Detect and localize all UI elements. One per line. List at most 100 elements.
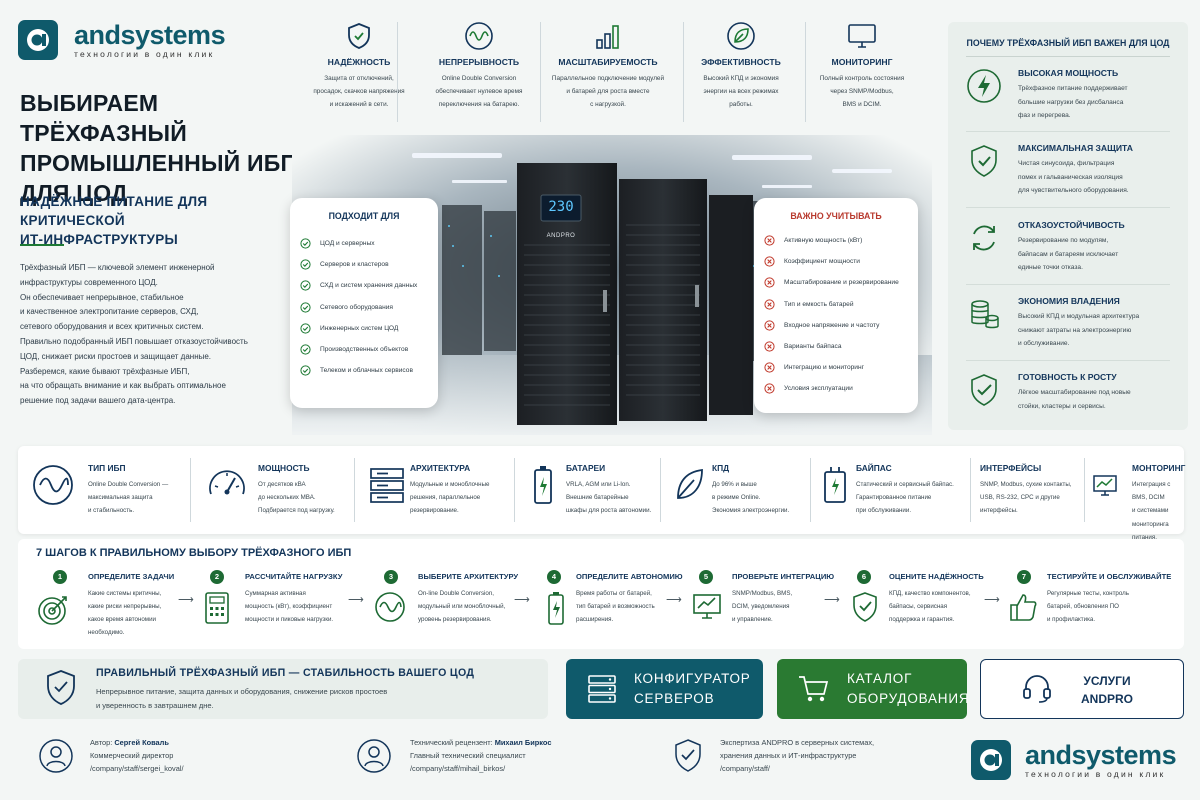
- why-item: ГОТОВНОСТЬ К РОСТУ Лёгкое масштабировани…: [966, 372, 1181, 422]
- chart-monitor-icon: [693, 594, 721, 619]
- banner-text: Непрерывное питание, защита данных и обо…: [96, 687, 388, 710]
- step-number: 3: [384, 570, 398, 584]
- logo-mark-icon: [18, 20, 58, 60]
- page-title-line1: ВЫБИРАЕМ ТРЁХФАЗНЫЙ: [20, 90, 187, 146]
- step-title: ОПРЕДЕЛИТЕ АВТОНОМИЮ: [576, 572, 683, 581]
- list-item: Варианты байпаса: [764, 336, 918, 357]
- check-circle-icon: [300, 344, 311, 355]
- user-icon: [39, 739, 73, 773]
- why-item: ЭКОНОМИЯ ВЛАДЕНИЯ Высокий КПД и модульна…: [966, 296, 1181, 356]
- step-text: КПД, качество компонентов,байпасы, серви…: [889, 590, 971, 623]
- check-circle-icon: [300, 259, 311, 270]
- logo-mark-icon: [971, 740, 1011, 780]
- arrow-right-icon: ⟶: [514, 594, 530, 606]
- leaf-icon: [677, 468, 703, 499]
- server-icon: [588, 675, 616, 703]
- cycle-icon: [973, 225, 995, 251]
- brand-name: andsystems: [74, 20, 226, 50]
- list-item: ЦОД и серверных: [300, 233, 438, 254]
- modules-icon: [370, 468, 404, 503]
- list-item: Серверов и кластеров: [300, 254, 438, 275]
- list-item: СХД и систем хранения данных: [300, 275, 438, 296]
- feature-scalability: МАСШТАБИРУЕМОСТЬ Параллельное подключени…: [526, 15, 690, 130]
- brand-logo[interactable]: andsystems технологии в один клик: [18, 20, 226, 60]
- spec-item: ТИП ИБП Online Double Conversion —максим…: [18, 446, 190, 534]
- subtitle-line2: ИТ-ИНФРАСТРУКТУРЫ: [20, 232, 179, 247]
- step-number: 5: [699, 570, 713, 584]
- reviewer-link[interactable]: /company/staff/mihail_birkos/: [410, 764, 506, 773]
- step-number: 2: [210, 570, 224, 584]
- bolt-icon: [967, 69, 1001, 103]
- list-item: Входное напряжение и частоту: [764, 315, 918, 336]
- step-number: 7: [1017, 570, 1031, 584]
- consider-title: ВАЖНО УЧИТЫВАТЬ: [790, 211, 882, 221]
- feature-title: НАДЁЖНОСТЬ: [327, 57, 391, 67]
- list-item: Производственных объектов: [300, 339, 438, 360]
- why-item: МАКСИМАЛЬНАЯ ЗАЩИТА Чистая синусоида, фи…: [966, 143, 1181, 203]
- battery-icon: [534, 466, 552, 504]
- consider-card: ВАЖНО УЧИТЫВАТЬ Активную мощность (кВт) …: [754, 198, 918, 413]
- x-circle-icon: [764, 341, 775, 352]
- feature-title: МАСШТАБИРУЕМОСТЬ: [558, 57, 658, 67]
- shield-check-icon: [971, 145, 997, 177]
- x-circle-icon: [764, 299, 775, 310]
- steps-section: 7 ШАГОВ К ПРАВИЛЬНОМУ ВЫБОРУ ТРЁХФАЗНОГО…: [18, 539, 1184, 649]
- step-title: ОПРЕДЕЛИТЕ ЗАДАЧИ: [88, 572, 175, 581]
- expertise-link[interactable]: /company/staff/: [720, 764, 770, 773]
- arrow-right-icon: ⟶: [178, 594, 194, 606]
- why-item: ОТКАЗОУСТОЙЧИВОСТЬ Резервирование по мод…: [966, 220, 1181, 280]
- shield-icon: [348, 23, 370, 49]
- author-link[interactable]: /company/staff/sergei_koval/: [90, 764, 184, 773]
- brand-tagline: технологии в один клик: [74, 49, 215, 59]
- cart-icon: [799, 676, 829, 702]
- suitable-list: ЦОД и серверных Серверов и кластеров СХД…: [290, 221, 438, 381]
- shield-tick-icon: [853, 592, 877, 622]
- consider-list: Активную мощность (кВт) Коэффициент мощн…: [754, 221, 918, 400]
- wave-icon: [465, 22, 493, 50]
- arrow-right-icon: ⟶: [824, 594, 840, 606]
- bars-icon: [596, 25, 619, 49]
- footer-logo[interactable]: andsystems технологии в один клик: [971, 740, 1177, 780]
- list-item: Активную мощность (кВт): [764, 230, 918, 251]
- list-item: Инженерных систем ЦОД: [300, 318, 438, 339]
- brand-tagline: технологии в один клик: [1025, 769, 1166, 779]
- battery-icon: [548, 592, 564, 625]
- divider: [540, 22, 541, 122]
- step-text: Какие системы критичны,какие риски непре…: [88, 590, 162, 636]
- leaf-icon: [727, 22, 755, 50]
- target-icon: [38, 596, 67, 625]
- suitable-card: ПОДХОДИТ ДЛЯ ЦОД и серверных Серверов и …: [290, 198, 438, 408]
- brand-name: andsystems: [1025, 740, 1177, 770]
- feature-text: Защита от отключений,просадок, скачков н…: [313, 75, 405, 108]
- monitor-icon: [848, 24, 876, 48]
- x-circle-icon: [764, 362, 775, 373]
- x-circle-icon: [764, 256, 775, 267]
- step-title: ОЦЕНИТЕ НАДЁЖНОСТЬ: [889, 572, 984, 581]
- step-number: 6: [857, 570, 871, 584]
- chart-monitor-icon: [1093, 475, 1117, 496]
- arrow-right-icon: ⟶: [984, 594, 1000, 606]
- why-item: ВЫСОКАЯ МОЩНОСТЬ Трёхфазное питание подд…: [966, 68, 1181, 128]
- subtitle-line1: НАДЁЖНОЕ ПИТАНИЕ ДЛЯ КРИТИЧЕСКОЙ: [20, 194, 208, 228]
- page-title-line2: ПРОМЫШЛЕННЫЙ ИБП: [20, 150, 298, 176]
- check-circle-icon: [300, 280, 311, 292]
- ups-display-readout: 230: [548, 199, 574, 215]
- intro-text: Трёхфазный ИБП — ключевой элемент инжене…: [20, 263, 248, 406]
- banner-title: ПРАВИЛЬНЫЙ ТРЁХФАЗНЫЙ ИБП — СТАБИЛЬНОСТЬ…: [96, 667, 475, 679]
- thumbs-up-icon: [1010, 594, 1037, 621]
